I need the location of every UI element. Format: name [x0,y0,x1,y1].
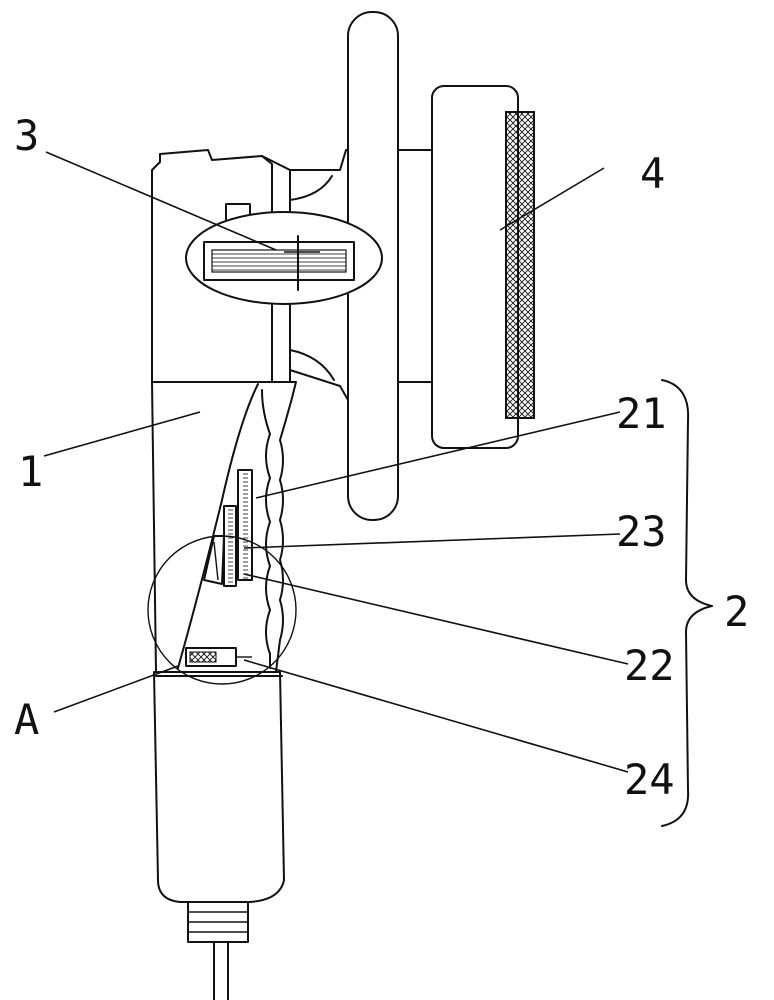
abrasive-surface [505,111,535,419]
label-22: 22 [624,641,675,690]
internal-mechanism [185,469,253,667]
spindle-shaft [397,149,433,383]
part-3-display [185,211,383,305]
label-3: 3 [14,111,39,160]
label-21: 21 [616,389,667,438]
label-a: A [14,695,39,744]
label-2: 2 [724,587,749,636]
cord-plug [187,901,249,1000]
label-1: 1 [18,447,43,496]
battery-sleeve [153,671,285,903]
leader-lines [43,151,629,773]
label-23: 23 [616,507,667,556]
label-24: 24 [624,755,675,804]
label-4: 4 [640,149,665,198]
grinding-pad [431,85,535,449]
detail-circle-a [147,535,297,685]
group-2-bracket [661,379,713,827]
